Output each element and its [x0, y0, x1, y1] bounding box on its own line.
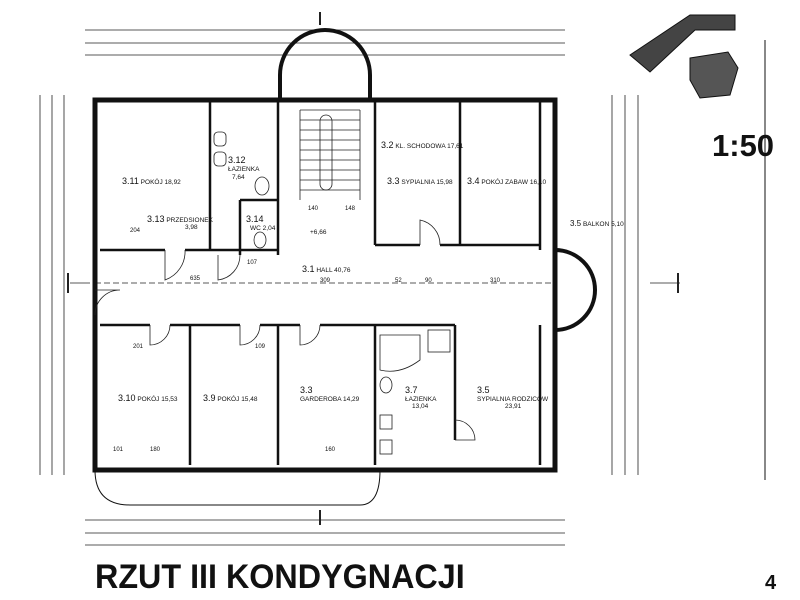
- dimension-lines: [39, 12, 680, 546]
- room-3-3-bedroom: 3.3 SYPIALNIA 15,98: [387, 176, 453, 186]
- dimension-label: 160: [325, 447, 336, 453]
- dimension-label: 52: [395, 278, 402, 284]
- dimension-label: 310: [490, 278, 501, 284]
- dimension-label: 109: [255, 344, 266, 350]
- room-3-1: 3.1 HALL 40,76: [302, 264, 351, 274]
- room-3-5-balcony: 3.5 BALKON 5,10: [570, 219, 624, 228]
- room-3-11: 3.11 POKÓJ 18,92: [122, 176, 181, 186]
- outer-walls: [92, 28, 597, 506]
- dimension-labels: 204 107 635 309 310 140 148 52 90 201 10…: [113, 206, 501, 453]
- dimension-label: 148: [345, 206, 356, 212]
- page-number: 4: [765, 572, 777, 594]
- dimension-label: 180: [150, 447, 161, 453]
- dimension-label: 90: [425, 278, 432, 284]
- room-3-4: 3.4 POKÓJ ZABAW 16,10: [467, 176, 547, 186]
- drawing-title: RZUT III KONDYGNACJI: [95, 558, 465, 596]
- dimension-label: 201: [133, 344, 144, 350]
- bathroom-fixtures: [213, 131, 451, 455]
- room-3-10: 3.10 POKÓJ 15,53: [118, 393, 178, 403]
- dimension-label: 101: [113, 447, 124, 453]
- elevation-mark: +6,66: [310, 229, 327, 236]
- logo-site-plan: [629, 14, 766, 480]
- room-3-9: 3.9 POKÓJ 15,48: [203, 393, 258, 403]
- room-3-2: 3.2 KL. SCHODOWA 17,61: [381, 140, 464, 150]
- dimension-label: 204: [130, 228, 141, 234]
- scale-label: 1:50: [712, 128, 775, 163]
- dimension-label: 635: [190, 276, 201, 282]
- dimension-label: 140: [308, 206, 319, 212]
- staircase: [299, 109, 361, 200]
- interior-walls: [100, 100, 542, 465]
- dimension-label: 309: [320, 278, 331, 284]
- dimension-label: 107: [247, 260, 258, 266]
- door-swings: [94, 219, 476, 441]
